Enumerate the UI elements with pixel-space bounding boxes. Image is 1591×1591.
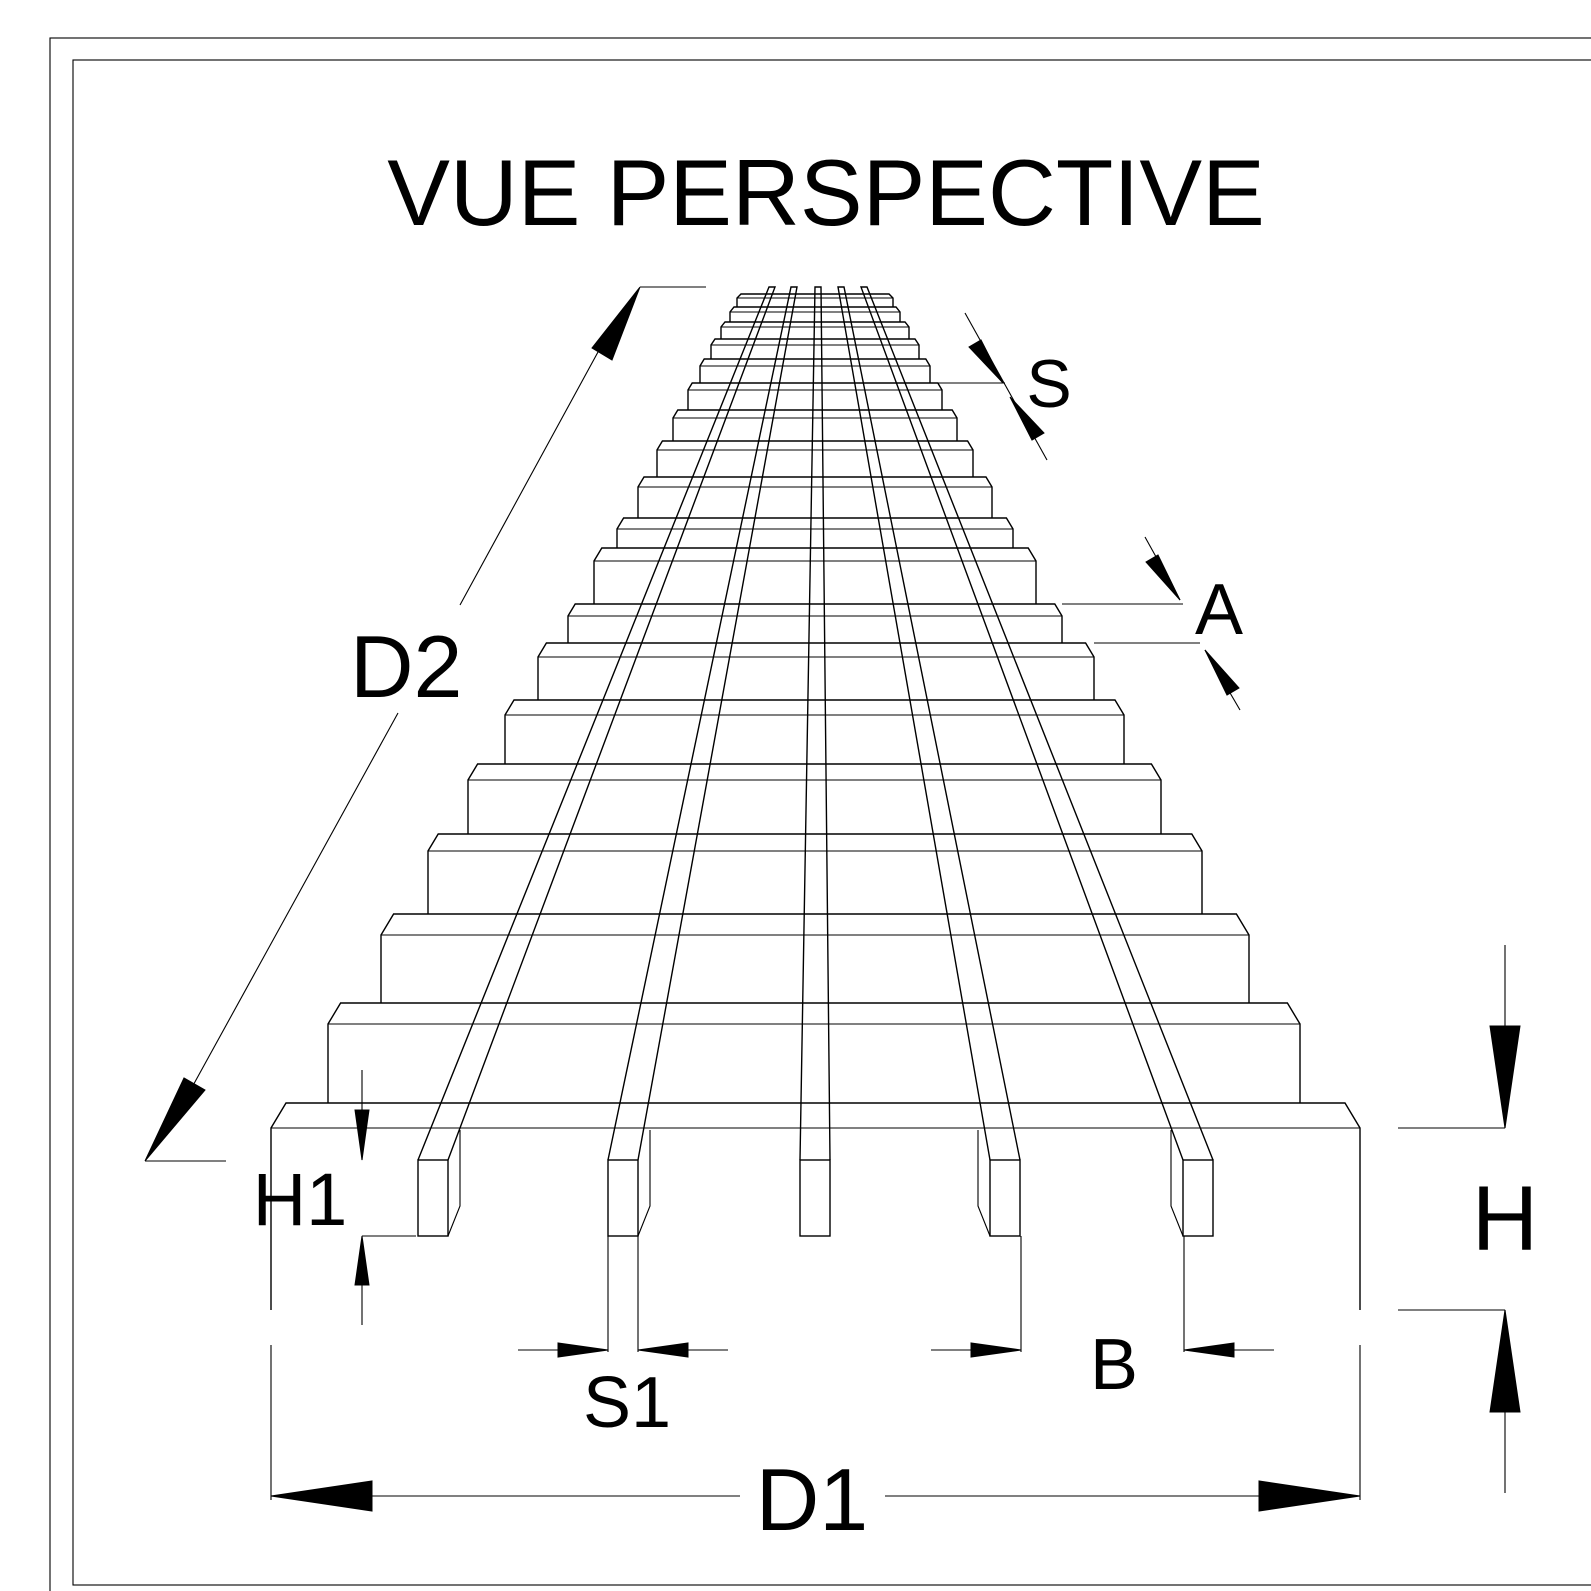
cross-bar-outline <box>593 547 1037 604</box>
cross-bar-outline <box>616 517 1014 548</box>
outer-frame <box>49 37 1591 1591</box>
d1-arrow-left <box>270 1480 373 1512</box>
bearing-bar-end <box>989 1159 1021 1237</box>
s-arrow-bottom <box>1009 396 1045 441</box>
a-arrow-top <box>1145 554 1181 601</box>
bearing-bar-side <box>1170 1130 1184 1237</box>
cross-bar-outline <box>537 642 1095 700</box>
cross-bar-outline <box>699 358 931 383</box>
d1-label: D1 <box>756 1450 869 1549</box>
h1-arrow-bottom <box>354 1235 370 1286</box>
bearing-bar-side <box>447 1130 461 1237</box>
s-label: S <box>1026 346 1071 422</box>
h-label: H <box>1472 1168 1538 1270</box>
dimension-h: H <box>1398 945 1538 1493</box>
s1-label: S1 <box>583 1363 671 1443</box>
cross-bar-outline <box>327 1002 1301 1103</box>
dimension-s: S <box>937 312 1072 461</box>
h-arrow-top <box>1489 1025 1521 1129</box>
bearing-bar-end <box>607 1159 639 1237</box>
s-arrow-top <box>968 339 1004 384</box>
bearing-bar-end <box>417 1159 449 1237</box>
bearing-bar-top <box>799 286 831 1161</box>
dimension-s1: S1 <box>518 1236 728 1443</box>
cross-bar-outline <box>637 476 993 518</box>
b-arrow-right <box>1183 1342 1235 1358</box>
cross-bar-outline <box>567 603 1063 643</box>
s1-arrow-right <box>637 1342 689 1358</box>
cross-bar-outline <box>687 382 943 410</box>
cross-bar-outline <box>467 763 1162 834</box>
cross-bar-outline <box>656 440 974 477</box>
bearing-bar-top <box>417 286 777 1161</box>
bearing-bar-top <box>607 286 798 1161</box>
drawing-title: VUE PERSPECTIVE <box>387 140 1265 245</box>
cross-bar-outline <box>427 833 1203 914</box>
inner-frame <box>72 59 1591 1586</box>
d2-arrow-bottom <box>144 1077 206 1162</box>
bearing-bar-top <box>859 286 1214 1161</box>
a-label: A <box>1195 570 1243 650</box>
d2-label: D2 <box>350 617 463 716</box>
bearing-bar-top <box>837 286 1021 1161</box>
bearing-bar-side <box>977 1130 991 1237</box>
s1-arrow-left <box>557 1342 609 1358</box>
cross-bar-outline <box>710 338 920 359</box>
h1-arrow-top <box>354 1109 370 1161</box>
bearing-bar-end <box>799 1159 831 1237</box>
grating-body <box>270 286 1361 1310</box>
bearing-bar-side <box>637 1130 651 1237</box>
dimension-h1: H1 <box>253 1070 416 1325</box>
dimension-d2: D2 <box>144 286 706 1162</box>
d2-arrow-top <box>591 286 641 361</box>
dimension-d1: D1 <box>270 1345 1361 1549</box>
d1-arrow-right <box>1258 1480 1361 1512</box>
dimension-a: A <box>1062 536 1243 711</box>
cross-bar-outline <box>672 409 958 441</box>
h-arrow-bottom <box>1489 1309 1521 1413</box>
h1-label: H1 <box>253 1158 348 1241</box>
b-arrow-left <box>970 1342 1022 1358</box>
cross-bar-outline <box>270 1102 1361 1310</box>
cross-bar-outline <box>380 913 1250 1003</box>
bearing-bar-end <box>1182 1159 1214 1237</box>
dimension-b: B <box>931 1236 1274 1405</box>
cross-bar-outline <box>504 699 1125 764</box>
b-label: B <box>1090 1325 1138 1405</box>
a-arrow-bottom <box>1204 649 1240 696</box>
